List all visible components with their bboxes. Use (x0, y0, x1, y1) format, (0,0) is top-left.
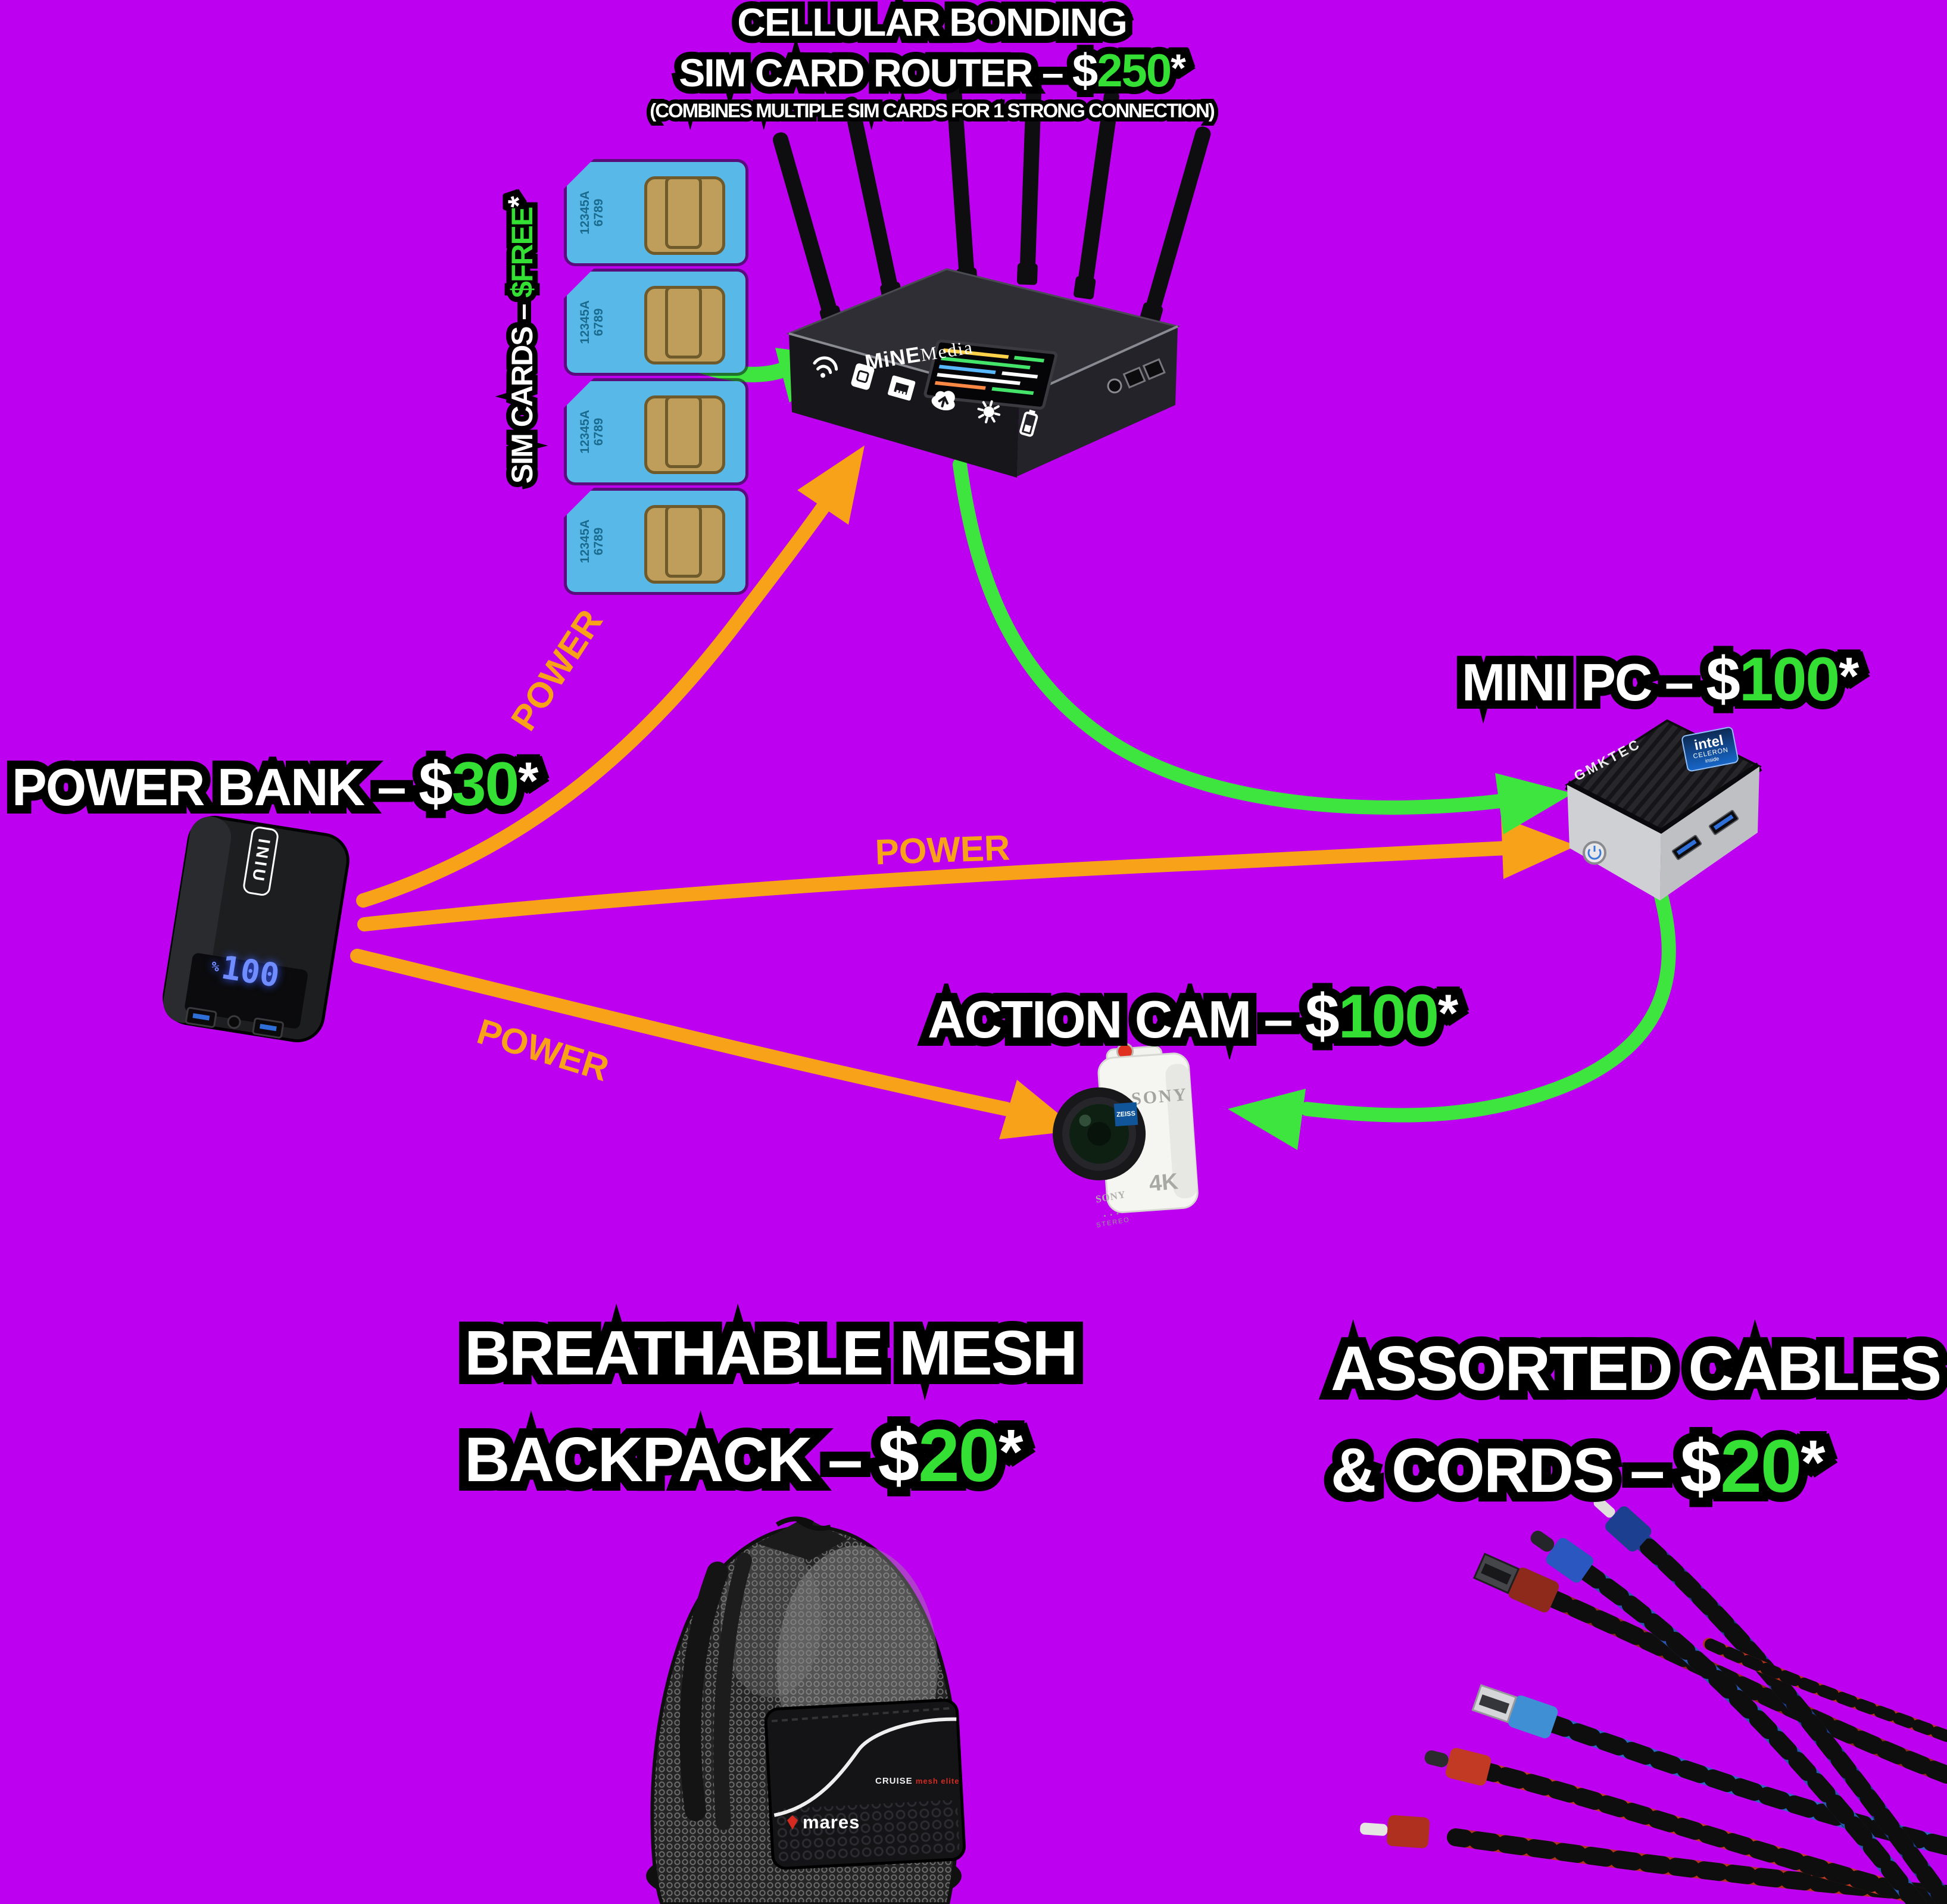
wifi-icon (813, 356, 838, 378)
backpack-pocket-series: CRUISE mesh elite (875, 1776, 960, 1786)
lightning-connector (1593, 1497, 1652, 1552)
usb-c-connector (1424, 1747, 1492, 1786)
arrow-minipc-to-cam (1228, 889, 1676, 1150)
backpack-pocket-brand: mares (787, 1812, 860, 1833)
battery-icon (1019, 409, 1038, 437)
sim-cards-label: SIM CARDS – SIM CARDS – $FREE$FREE** (497, 192, 544, 489)
router-screen (923, 339, 1058, 410)
sim-chip-icon (644, 176, 725, 255)
mares-logo-icon (787, 1815, 798, 1830)
backpack-pocket (764, 1699, 966, 1870)
usb-ports (185, 1006, 284, 1039)
usb-a-connector (1471, 1684, 1558, 1738)
power-label-minipc: POWER (874, 827, 1011, 872)
arrow-powerbank-to-minipc (357, 817, 1577, 931)
sim-chip-icon (644, 286, 725, 364)
action-cam-resolution: 4K (1148, 1168, 1180, 1197)
sim-chip-icon (644, 395, 725, 474)
power-button-icon (1583, 841, 1606, 865)
backpack-image (646, 1516, 966, 1904)
arrow-router-to-minipc (953, 457, 1573, 834)
cloud-upload-icon (931, 391, 955, 411)
zeiss-badge: ZEISS (1113, 1102, 1138, 1127)
lightning-connector (1360, 1815, 1430, 1849)
cables-image (1360, 1497, 1947, 1904)
sim-chip-icon (644, 505, 725, 584)
hotspot-burst-icon (977, 400, 1001, 423)
usb-port (1671, 834, 1702, 861)
router-ports (1107, 358, 1166, 394)
usb-port (1708, 809, 1739, 836)
usb-c-connector (1530, 1531, 1593, 1583)
power-bank-image (163, 815, 350, 1043)
router-antennas (773, 70, 1211, 331)
router-image (773, 70, 1211, 478)
sim-icon (851, 363, 875, 390)
router-title-line2: SIM CARD ROUTER – SIM CARD ROUTER – $$25… (672, 39, 1193, 103)
arrow-powerbank-to-router (356, 445, 865, 908)
usb-a-connector (1472, 1553, 1559, 1613)
ethernet-icon (888, 375, 916, 401)
router-subtitle: (COMBINES MULTIPLE SIM CARDS FOR 1 STRON… (645, 95, 1219, 126)
